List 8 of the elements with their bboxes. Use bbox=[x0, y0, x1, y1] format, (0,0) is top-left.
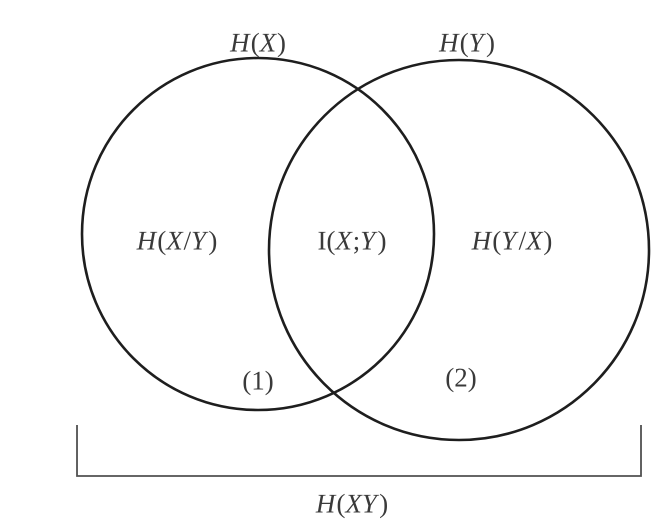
bracket-label: H(XY) bbox=[316, 494, 387, 518]
region-number: (2) bbox=[446, 368, 476, 392]
region-number: (1) bbox=[244, 370, 272, 396]
region-label: H(X/Y) bbox=[136, 230, 216, 256]
region-label: H(Y/X) bbox=[471, 230, 552, 256]
set-label: H(X) bbox=[230, 32, 285, 58]
set-label: H(Y) bbox=[438, 32, 494, 58]
region-label: I(X;Y) bbox=[318, 230, 386, 256]
